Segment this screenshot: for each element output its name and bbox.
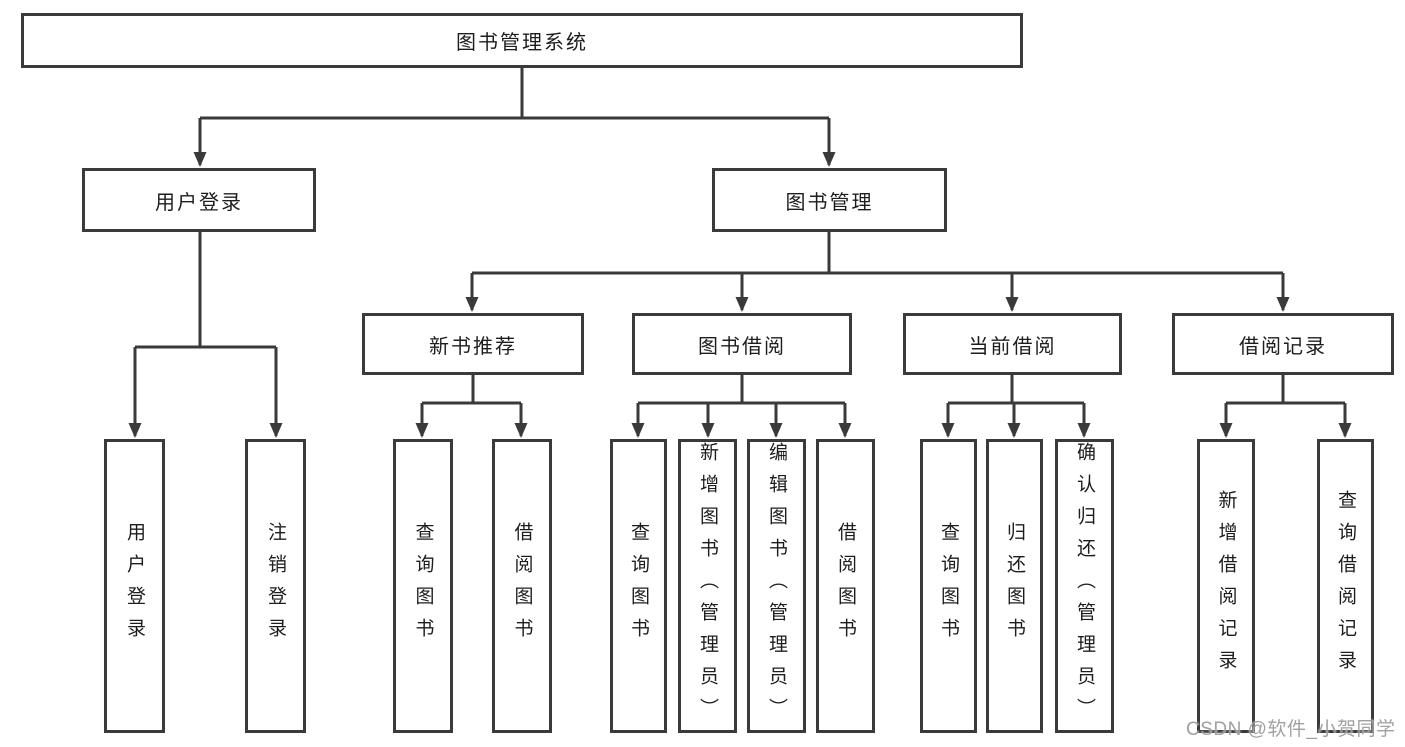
leaf-borrow-borrow-books: 借阅图书 — [816, 439, 875, 733]
node-new-book-recommendation: 新书推荐 — [362, 313, 584, 375]
connector-root-to-level1 — [193, 68, 836, 167]
leaf-records-query-record: 查询借阅记录 — [1317, 439, 1374, 733]
node-borrowing-records: 借阅记录 — [1172, 313, 1394, 375]
connector-current-branch — [941, 375, 1091, 438]
leaf-user-login: 用户登录 — [104, 439, 165, 733]
leaf-recommend-borrow-books: 借阅图书 — [492, 439, 552, 733]
connector-user-login-branch — [128, 232, 283, 438]
connector-records-branch — [1219, 375, 1352, 438]
node-book-borrowing: 图书借阅 — [632, 313, 852, 375]
leaf-borrow-add-books-admin: 新增图书（管理员） — [678, 439, 737, 733]
leaf-records-add-record: 新增借阅记录 — [1197, 439, 1255, 733]
leaf-current-confirm-return-admin: 确认归还（管理员） — [1055, 439, 1114, 733]
node-library-management-system: 图书管理系统 — [21, 13, 1023, 68]
leaf-borrow-edit-books-admin: 编辑图书（管理员） — [747, 439, 806, 733]
leaf-current-query-books: 查询图书 — [920, 439, 977, 733]
node-book-management: 图书管理 — [712, 168, 947, 232]
leaf-current-return-books: 归还图书 — [986, 439, 1043, 733]
csdn-watermark: CSDN @软件_小贺同学 — [1186, 719, 1396, 740]
connector-book-management-branch — [465, 232, 1290, 312]
leaf-borrow-query-books: 查询图书 — [610, 439, 667, 733]
leaf-recommend-query-books: 查询图书 — [393, 439, 453, 733]
node-current-borrowing: 当前借阅 — [903, 313, 1122, 375]
connector-recommend-branch — [415, 375, 528, 438]
node-user-login: 用户登录 — [82, 168, 316, 232]
connector-borrow-branch — [631, 375, 852, 438]
leaf-logout: 注销登录 — [245, 439, 306, 733]
